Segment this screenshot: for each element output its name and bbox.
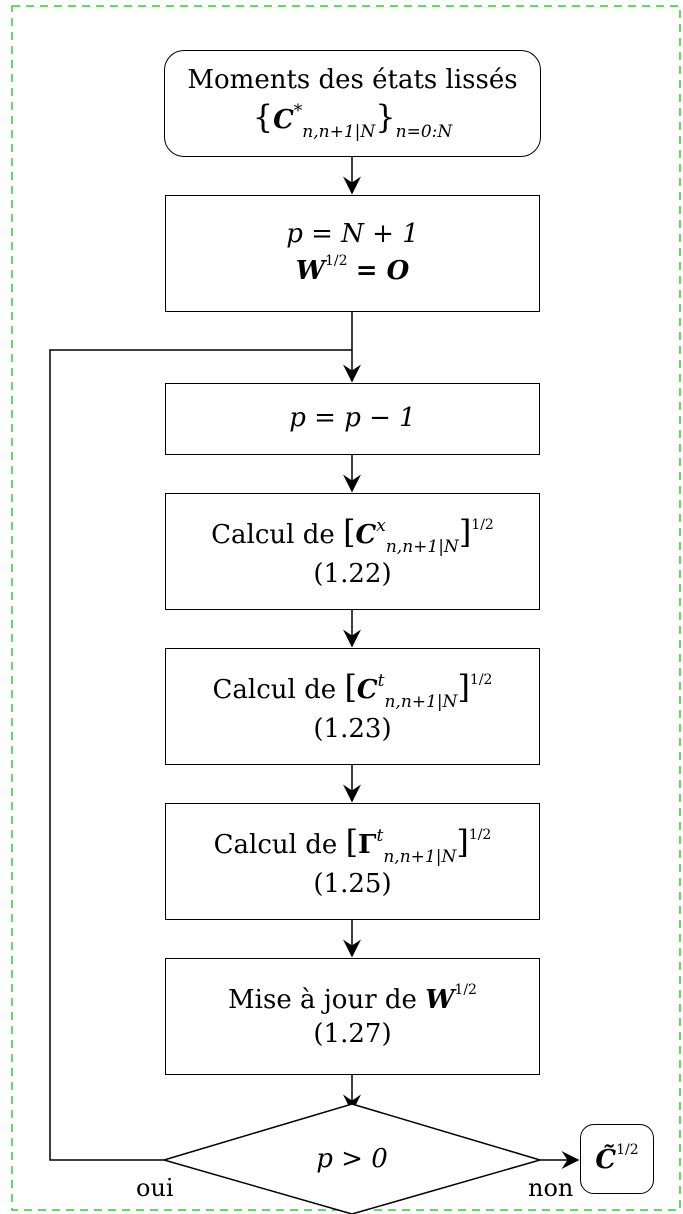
init-half: 1/2 bbox=[324, 253, 348, 269]
start-sup: * bbox=[293, 101, 303, 122]
loop-yes-line bbox=[49, 349, 352, 1161]
decision-text: p > 0 bbox=[316, 1144, 388, 1175]
update-w-line1: Mise à jour de W1/2 bbox=[228, 981, 477, 1018]
output-symbol: C̃ bbox=[595, 1144, 617, 1175]
calc-gamma-prefix: Calcul de bbox=[213, 829, 338, 860]
start-title: Moments des états lissés bbox=[187, 64, 518, 95]
node-calc-ct: Calcul de [Ctn,n+1|N]1/2 (1.23) bbox=[165, 648, 540, 765]
calc-cx-line1: Calcul de [Cxn,n+1|N]1/2 bbox=[211, 512, 494, 557]
calc-gamma-line1: Calcul de [Γtn,n+1|N]1/2 bbox=[213, 822, 492, 867]
calc-cx-symbol: C bbox=[355, 519, 377, 550]
calc-ct-line1: Calcul de [Ctn,n+1|N]1/2 bbox=[212, 667, 493, 712]
calc-gamma-symbol: Γ bbox=[358, 829, 377, 860]
calc-ct-sub: n,n+1|N bbox=[384, 691, 458, 712]
label-yes: oui bbox=[136, 1174, 174, 1202]
label-no: non bbox=[528, 1174, 574, 1202]
node-start: Moments des états lissés {C*n,n+1|N}n=0:… bbox=[164, 50, 541, 157]
calc-ct-symbol: C bbox=[356, 674, 378, 705]
calc-cx-ref: (1.22) bbox=[313, 558, 392, 589]
calc-ct-prefix: Calcul de bbox=[212, 674, 337, 705]
start-sub: n,n+1|N bbox=[302, 122, 376, 143]
node-output: C̃1/2 bbox=[580, 1124, 654, 1194]
calc-gamma-sub: n,n+1|N bbox=[383, 846, 457, 867]
init-line1: p = N + 1 bbox=[286, 219, 419, 250]
node-init: p = N + 1 W1/2 = O bbox=[165, 195, 540, 312]
calc-cx-sup: x bbox=[376, 515, 386, 536]
output-formula: C̃1/2 bbox=[595, 1141, 638, 1178]
update-w-half: 1/2 bbox=[454, 982, 477, 999]
calc-cx-sub: n,n+1|N bbox=[385, 536, 459, 557]
node-calc-cx: Calcul de [Cxn,n+1|N]1/2 (1.22) bbox=[165, 493, 540, 610]
calc-gamma-sup: t bbox=[376, 825, 384, 846]
decision-label: p > 0 bbox=[252, 1138, 452, 1182]
decision-diamond bbox=[161, 1103, 543, 1214]
calc-cx-half: 1/2 bbox=[471, 516, 494, 533]
output-half: 1/2 bbox=[616, 1141, 639, 1158]
node-update-w: Mise à jour de W1/2 (1.27) bbox=[165, 958, 540, 1075]
calc-ct-sup: t bbox=[377, 670, 385, 691]
calc-gamma-ref: (1.25) bbox=[313, 868, 392, 899]
node-decrement: p = p − 1 bbox=[165, 383, 540, 455]
init-line2: W1/2 = O bbox=[296, 252, 410, 289]
start-symbol: C bbox=[273, 105, 294, 136]
update-w-ref: (1.27) bbox=[313, 1019, 392, 1049]
node-calc-gamma: Calcul de [Γtn,n+1|N]1/2 (1.25) bbox=[165, 803, 540, 920]
update-w-symbol: W bbox=[425, 985, 455, 1016]
init-symbol: W bbox=[295, 256, 325, 286]
calc-ct-ref: (1.23) bbox=[313, 713, 392, 744]
calc-cx-prefix: Calcul de bbox=[211, 519, 335, 550]
start-formula: {C*n,n+1|N}n=0:N bbox=[252, 98, 453, 143]
start-range: n=0:N bbox=[395, 122, 453, 143]
calc-ct-half: 1/2 bbox=[469, 671, 493, 688]
calc-gamma-half: 1/2 bbox=[468, 826, 492, 843]
decrement-text: p = p − 1 bbox=[289, 403, 416, 434]
update-w-prefix: Mise à jour de bbox=[228, 985, 417, 1016]
init-rhs: = O bbox=[355, 256, 410, 286]
